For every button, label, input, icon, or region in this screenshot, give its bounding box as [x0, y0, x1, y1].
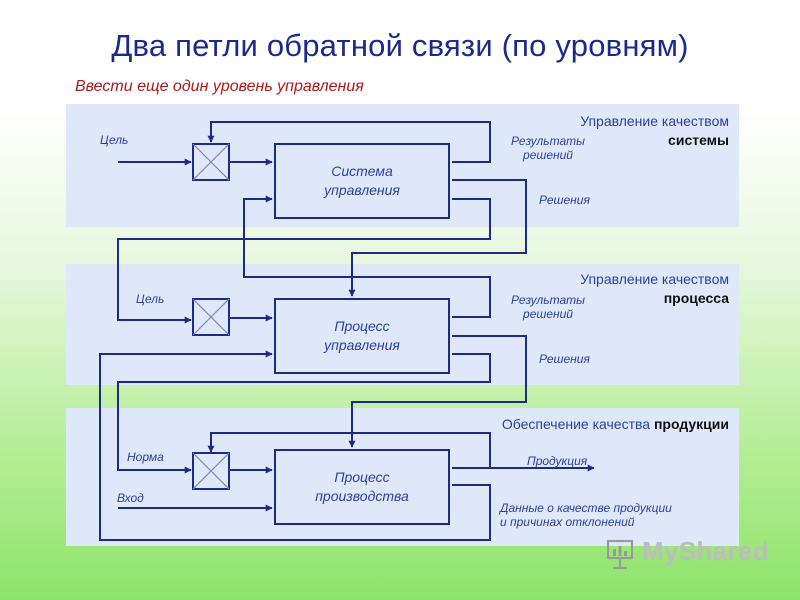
- results-2-label-line-1: Результаты: [511, 293, 585, 307]
- quality-data-label-line-2: и причинах отклонений: [500, 515, 635, 529]
- level-2-heading-text: Управление качеством: [580, 271, 729, 287]
- page-subtitle: Ввести еще один уровень управления: [75, 78, 364, 95]
- level-1-heading-bold: системы: [668, 132, 729, 148]
- decisions-2-label: Решения: [539, 352, 590, 366]
- presentation-chart-icon: [606, 539, 634, 570]
- production-box-line-1: Процесс: [334, 469, 390, 485]
- results-1-label: Результаты решений: [506, 134, 590, 162]
- watermark-logo: MyShared: [642, 536, 769, 566]
- results-1-label-line-2: решений: [523, 148, 573, 162]
- feedback-2-up-arrow: [243, 195, 491, 318]
- results-2-label: Результаты решений: [506, 293, 590, 321]
- results-1-down-line: [117, 198, 491, 324]
- level-3-heading: Обеспечение качества продукции: [502, 415, 729, 434]
- feedback-3-up-arrow: [99, 350, 491, 541]
- level-1-heading-text: Управление качеством: [580, 113, 729, 129]
- system-box-line-1: Система: [331, 163, 393, 179]
- quality-data-label-line-1: Данные о качестве продукции: [500, 501, 672, 515]
- page-title: Два петли обратной связи (по уровням): [111, 28, 689, 63]
- goal-2-label: Цель: [136, 292, 165, 306]
- goal-1-label: Цель: [100, 133, 129, 147]
- feedback-1-arrow: [207, 121, 491, 163]
- level-3-heading-text: Обеспечение качества: [501, 416, 651, 432]
- product-label: Продукция: [527, 454, 588, 468]
- production-box-line-2: производства: [315, 488, 409, 504]
- feedback-3-to-comparator-arrow: [207, 432, 491, 469]
- results-2-label-line-2: решений: [523, 307, 573, 321]
- production-process-box: Процесс производства: [274, 449, 450, 525]
- system-management-box: Система управления: [274, 143, 450, 219]
- level-3-heading-bold: продукции: [653, 416, 729, 432]
- process-box-line-1: Процесс: [334, 318, 390, 334]
- decisions-1-label: Решения: [539, 193, 590, 207]
- results-1-label-line-1: Результаты: [511, 134, 585, 148]
- level-1-heading: Управление качеством системы: [580, 112, 729, 150]
- decisions-2-line: [348, 335, 527, 448]
- input-label: Вход: [117, 491, 144, 505]
- norm-label: Норма: [127, 450, 164, 464]
- process-box-line-2: управления: [324, 337, 400, 353]
- decisions-1-line: [348, 179, 527, 297]
- system-box-line-2: управления: [324, 182, 400, 198]
- process-management-box: Процесс управления: [274, 298, 450, 374]
- level-2-heading-bold: процесса: [663, 290, 729, 306]
- results-2-down-line: [117, 353, 491, 474]
- level-2-heading: Управление качеством процесса: [580, 270, 729, 308]
- quality-data-label: Данные о качестве продукции и причинах о…: [500, 501, 672, 529]
